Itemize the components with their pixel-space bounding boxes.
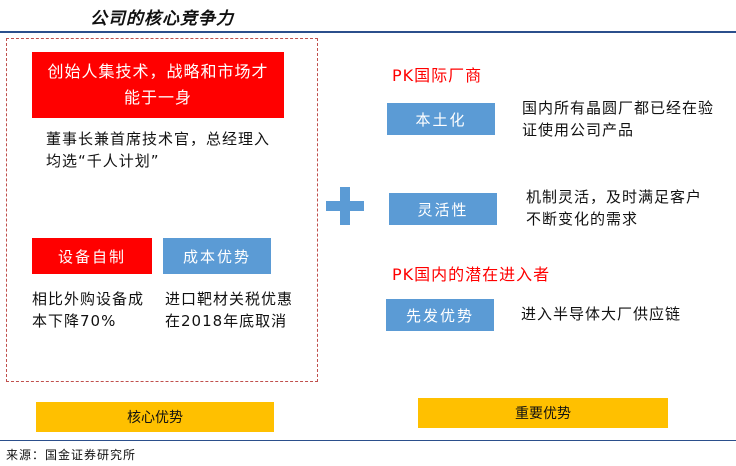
important-advantages-label: 重要优势 xyxy=(515,406,571,422)
equipment-box-label: 设备自制 xyxy=(57,247,126,266)
localization-box-label: 本土化 xyxy=(415,110,467,129)
first-mover-box: 先发优势 xyxy=(386,299,494,331)
pk-domestic-title: PK国内的潜在进入者 xyxy=(392,265,551,284)
source-divider xyxy=(0,440,736,441)
cost-description: 进口靶材关税优惠在2018年底取消 xyxy=(165,290,294,330)
flexibility-description: 机制灵活，及时满足客户不断变化的需求 xyxy=(526,188,703,228)
first-mover-description: 进入半导体大厂供应链 xyxy=(521,305,682,323)
flexibility-box: 灵活性 xyxy=(389,193,497,225)
founder-description: 董事长兼首席技术官，总经理入均选“千人计划” xyxy=(46,130,271,170)
page-title: 公司的核心竞争力 xyxy=(90,9,234,29)
cost-box-label: 成本优势 xyxy=(182,247,251,266)
core-advantages-panel xyxy=(6,38,318,382)
pk-international-title: PK国际厂商 xyxy=(392,66,483,85)
founder-box-label: 创始人集技术，战略和市场才能于一身 xyxy=(47,62,269,107)
founder-box: 创始人集技术，战略和市场才能于一身 xyxy=(32,52,284,118)
first-mover-box-label: 先发优势 xyxy=(405,306,474,325)
core-advantages-label-box: 核心优势 xyxy=(36,402,274,432)
localization-description: 国内所有晶圆厂都已经在验证使用公司产品 xyxy=(522,99,715,139)
equipment-box: 设备自制 xyxy=(32,238,152,274)
cost-box: 成本优势 xyxy=(163,238,271,274)
important-advantages-label-box: 重要优势 xyxy=(418,398,668,428)
localization-box: 本土化 xyxy=(387,103,495,135)
equipment-description: 相比外购设备成本下降70% xyxy=(32,290,145,330)
plus-icon-vertical xyxy=(340,187,350,225)
flexibility-box-label: 灵活性 xyxy=(417,200,469,219)
title-divider xyxy=(0,31,736,33)
core-advantages-label: 核心优势 xyxy=(127,410,183,426)
source-note: 来源：国金证券研究所 xyxy=(6,448,137,462)
